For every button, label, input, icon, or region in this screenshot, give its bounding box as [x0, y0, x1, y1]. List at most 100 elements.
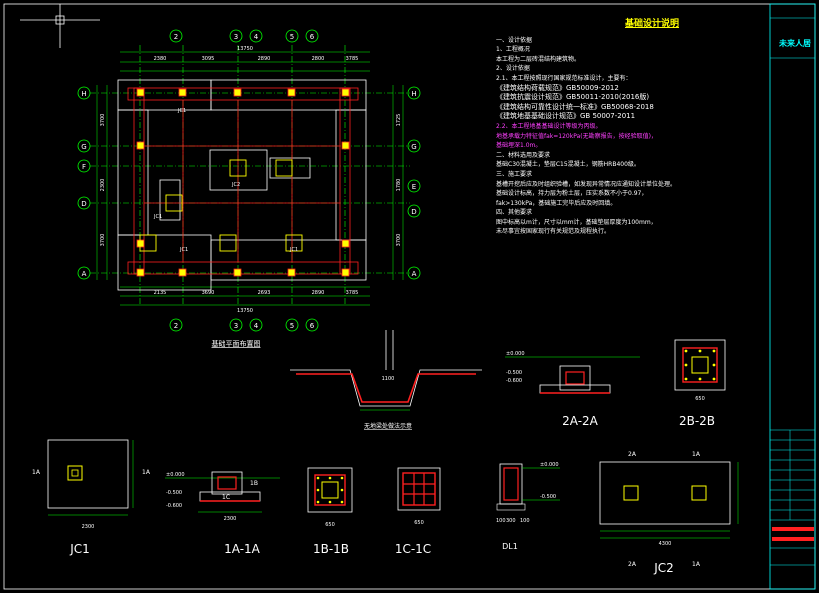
- axis-left-2: G: [81, 143, 86, 151]
- notes-line-18: fak>130kPa，基础施工完毕后应及时回填。: [496, 199, 617, 207]
- jc2-width: 4300: [659, 541, 672, 547]
- notes-line-10: 2.2、本工程地基基础设计等级为丙级。: [496, 122, 602, 130]
- axis-bottom-5: 6: [310, 322, 315, 330]
- section-1b-width: 650: [325, 522, 335, 528]
- section-1a-mark-1c: 1C: [222, 494, 230, 501]
- plan-top-dim-5: 3785: [346, 56, 359, 62]
- plan-top-dim-2: 3095: [202, 56, 215, 62]
- dl1-elev-neg: -0.500: [540, 494, 556, 500]
- section-1a-1a: ±0.000 -0.500 -0.600 1B 1C 2300 1A-1A: [165, 471, 280, 556]
- plan-bottom-dim-5: 3785: [346, 290, 359, 296]
- jc1-footing-plan: 1A 1A 2300 JC1: [32, 439, 151, 556]
- design-notes: 基础设计说明 一、设计依据 1、工程概况 本工程为二层砖混结构建筑物。 2、设计…: [496, 19, 768, 320]
- section-2a-title: 2A-2A: [562, 414, 599, 428]
- plan-bottom-dim-3: 2693: [258, 290, 271, 296]
- notes-line-8: 《建筑结构可靠性设计统一标准》GB50068-2018: [496, 102, 654, 111]
- axis-top-1: 2: [174, 33, 178, 41]
- axis-top-2: 3: [234, 33, 238, 41]
- plan-left-dim-2: 2300: [100, 179, 106, 192]
- section-2b-title: 2B-2B: [679, 414, 715, 428]
- axis-left-5: A: [82, 270, 87, 278]
- section-2a-2a: ±0.000 -0.500 -0.600 2A-2A: [505, 351, 640, 428]
- section-2a-elev-neg2: -0.600: [506, 378, 522, 384]
- plan-caption: 基础平面布置图: [212, 339, 261, 348]
- notes-line-4: 2、设计依据: [496, 65, 530, 73]
- notes-title: 基础设计说明: [624, 19, 679, 29]
- titleblock-grid: [770, 17, 815, 566]
- notes-line-13: 二、材料选用及要求: [496, 151, 551, 159]
- section-1b-1b: 650 1B-1B: [307, 467, 353, 556]
- foundation-plan: 2 3 4 5 6 2 3 4 5 6 H G F D A H G E D A …: [77, 29, 421, 348]
- strip-caption: 无地梁处做法示意: [364, 422, 412, 430]
- dl1-title: DL1: [502, 542, 518, 551]
- axis-right-3: E: [412, 183, 416, 191]
- axis-bottom-3: 4: [254, 322, 259, 330]
- section-1b-title: 1B-1B: [313, 542, 349, 556]
- notes-line-15: 三、施工要求: [496, 170, 533, 178]
- notes-line-9: 《建筑地基基础设计规范》GB 50007-2011: [496, 112, 636, 121]
- dl1-ground-beam: ±0.000 -0.500 100 300 100 DL1: [496, 462, 560, 551]
- plan-left-dim-1: 3700: [100, 114, 106, 127]
- jc1-width: 2300: [82, 524, 95, 530]
- titleblock-red-bar-2: [772, 537, 814, 541]
- axis-bottom-1: 2: [174, 322, 178, 330]
- axis-right-1: H: [411, 90, 416, 98]
- axis-top-3: 4: [254, 33, 259, 41]
- dl1-dim-3: 100: [520, 518, 530, 524]
- plan-label-jc1-c: JC1: [179, 247, 188, 253]
- plan-right-dim-1: 1725: [396, 114, 402, 127]
- titleblock-red-bar-1: [772, 527, 814, 531]
- plan-bottom-total-dim: 13750: [237, 308, 253, 314]
- dl1-dim-1: 100: [496, 518, 506, 524]
- section-1a-elev-neg: -0.500: [166, 490, 182, 496]
- plan-top-total-dim: 13750: [237, 46, 253, 52]
- axis-top-4: 5: [290, 33, 294, 41]
- section-2b-width: 650: [695, 396, 705, 402]
- strip-footing-detail: 1100 无地梁处做法示意: [290, 330, 482, 430]
- plan-top-dim-3: 2890: [258, 56, 271, 62]
- axis-right-4: D: [411, 208, 416, 216]
- axis-left-3: F: [82, 163, 86, 171]
- plan-left-dim-3: 3700: [100, 234, 106, 247]
- plan-right-dim-2: 1780: [396, 179, 402, 192]
- notes-line-14: 基础C30混凝土，垫层C15混凝土，钢筋HRB400级。: [496, 161, 640, 169]
- section-2a-elev-neg: -0.500: [506, 370, 522, 376]
- notes-line-11: 地基承载力特征值fak=120kPa(无勘察报告，按经验取值)，: [496, 132, 657, 140]
- jc1-mark-left: 1A: [32, 469, 41, 476]
- section-1c-width: 650: [414, 520, 424, 526]
- axis-bottom-4: 5: [290, 322, 294, 330]
- notes-line-20: 图中标高以m计，尺寸以mm计，基础垫层厚度为100mm，: [496, 218, 657, 226]
- notes-line-6: 《建筑结构荷载规范》GB50009-2012: [496, 83, 619, 92]
- notes-line-7: 《建筑抗震设计规范》GB50011-2010(2016版): [496, 93, 650, 102]
- axis-top-5: 6: [310, 33, 315, 41]
- section-1c-1c: 650 1C-1C: [395, 467, 441, 556]
- jc2-mark-1a-bottom: 1A: [692, 561, 701, 568]
- notes-line-19: 四、其他要求: [496, 209, 533, 217]
- section-1c-title: 1C-1C: [395, 542, 431, 556]
- plan-bottom-dim-4: 2890: [312, 290, 325, 296]
- plan-label-jc1-b: JC1: [153, 214, 162, 220]
- axis-left-4: D: [81, 200, 86, 208]
- plan-label-jc1-a: JC1: [177, 108, 186, 114]
- notes-line-5: 2.1、本工程按照现行国家规范标准设计，主要有：: [496, 74, 632, 82]
- jc2-mark-2a-top: 2A: [628, 451, 637, 458]
- plan-bottom-dim-1: 2135: [154, 290, 167, 296]
- cursor-crosshair-icon: [20, 4, 100, 48]
- plan-right-dim-3: 3700: [396, 234, 402, 247]
- notes-line-17: 基础设计标高，持力层为粉土层，压实系数不小于0.97，: [496, 190, 648, 198]
- plan-columns: [136, 88, 350, 277]
- axis-left-1: H: [81, 90, 86, 98]
- section-1a-elev-zero: ±0.000: [166, 472, 185, 478]
- plan-top-dim-4: 2800: [312, 56, 325, 62]
- section-1a-elev-neg2: -0.600: [166, 503, 182, 509]
- notes-line-2: 1、工程概况: [496, 46, 530, 54]
- jc2-mark-2a-bottom: 2A: [628, 561, 637, 568]
- jc1-title: JC1: [69, 542, 90, 556]
- jc2-footing-plan: 2A 1A 2A 1A 4300 JC2: [599, 451, 739, 575]
- plan-top-dim-1: 2380: [154, 56, 167, 62]
- axis-bottom-2: 3: [234, 322, 238, 330]
- plan-bottom-dim-2: 3690: [202, 290, 215, 296]
- notes-line-12: 基础埋深1.0m。: [496, 142, 542, 150]
- strip-width-dim: 1100: [382, 376, 395, 382]
